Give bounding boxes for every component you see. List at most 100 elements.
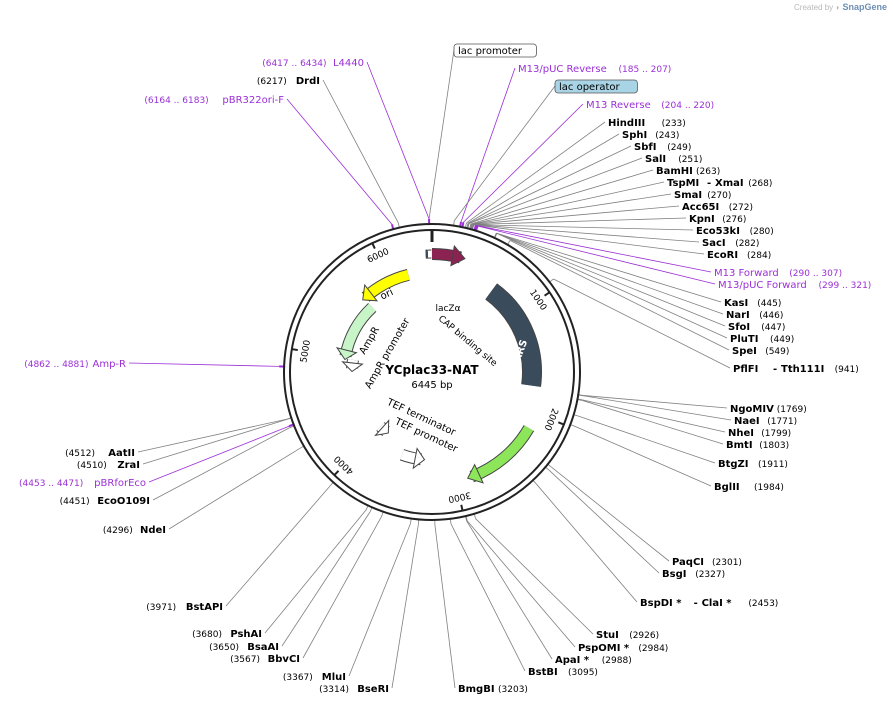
label-connector-line bbox=[496, 233, 728, 339]
site-label-extra: Tth111I bbox=[781, 364, 824, 375]
credit-prefix: Created by bbox=[794, 3, 834, 12]
site-label-name: BstAPI bbox=[186, 602, 223, 613]
site-label-name: BbvCI bbox=[268, 654, 300, 665]
label-connector-line bbox=[551, 466, 670, 562]
site-label-name: ZraI bbox=[117, 460, 140, 471]
site-label-name: Amp-R bbox=[93, 359, 127, 370]
site-label-name: BamHI bbox=[656, 166, 693, 177]
site-label-name: BmtI bbox=[726, 440, 753, 451]
site-label-name: M13/pUC Reverse bbox=[518, 64, 607, 75]
site-label-name: PluTI bbox=[730, 334, 758, 345]
site-label-smai: SmaI(270) bbox=[674, 190, 731, 201]
label-connector-line bbox=[583, 395, 728, 409]
site-label-position: (4512) bbox=[65, 449, 95, 459]
site-label-btgzi: BtgZI (1911) bbox=[718, 459, 788, 470]
label-connector-line bbox=[466, 121, 606, 224]
site-label-position: (3971) bbox=[146, 603, 176, 613]
site-label-position: (272) bbox=[729, 203, 753, 213]
label-connector-line bbox=[148, 425, 290, 483]
site-label-position: (1769) bbox=[777, 405, 807, 415]
site-label-position: (1799) bbox=[761, 429, 791, 439]
label-connector-line bbox=[475, 225, 712, 273]
site-label-m13-reverse: M13 Reverse(204 .. 220) bbox=[586, 100, 714, 111]
site-label-position: (4862 .. 4881) bbox=[24, 360, 88, 370]
site-label-name: Eco53kI bbox=[696, 226, 740, 237]
site-label-position: (290 .. 307) bbox=[789, 269, 842, 279]
site-label-position: (3203) bbox=[498, 685, 528, 695]
site-label-kpni: KpnI(276) bbox=[689, 214, 746, 225]
site-label-stui: StuI(2926) bbox=[596, 630, 659, 641]
site-label-name: BstBI bbox=[528, 667, 558, 678]
site-label-lac-operator: lac operator bbox=[554, 79, 638, 94]
site-label-position: (3314) bbox=[319, 685, 349, 695]
tick-mark bbox=[460, 504, 464, 511]
tick-label: 1000 bbox=[527, 288, 548, 313]
site-label-m13-puc-reverse: M13/pUC Reverse(185 .. 207) bbox=[518, 64, 671, 75]
site-label-hindiii: HindIII(233) bbox=[608, 118, 686, 129]
site-label-name: lac operator bbox=[559, 82, 620, 93]
site-label-name: KasI bbox=[724, 298, 748, 309]
label-connector-line bbox=[582, 400, 724, 445]
site-label-name: PspOMI * bbox=[578, 643, 630, 654]
label-connector-line bbox=[466, 520, 576, 648]
label-connector-line bbox=[468, 157, 643, 224]
site-label-bstbi: BstBI(3095) bbox=[528, 667, 598, 678]
tick-mark bbox=[543, 291, 551, 297]
site-label-pbr322ori-f: pBR322ori-F(6164 .. 6183) bbox=[144, 95, 284, 106]
site-label-position: (1803) bbox=[759, 441, 789, 451]
label-connector-line bbox=[281, 511, 371, 647]
site-label-l4440: L4440(6417 .. 6434) bbox=[262, 58, 364, 69]
site-label-name: SbfI bbox=[634, 142, 656, 153]
site-label-position: (6164 .. 6183) bbox=[144, 96, 208, 106]
site-label-name: HindIII bbox=[608, 118, 645, 129]
site-label-bamhi: BamHI(263) bbox=[656, 166, 720, 177]
site-label-tspmi: TspMI-XmaI(268) bbox=[667, 178, 772, 189]
site-label-m13-puc-forward: M13/pUC Forward(299 .. 321) bbox=[718, 280, 871, 291]
snapgene-credit: Created by ◗ SnapGene bbox=[794, 2, 887, 12]
site-label-position: (1771) bbox=[767, 417, 797, 427]
label-connector-line bbox=[496, 232, 722, 303]
site-label-name: L4440 bbox=[333, 58, 364, 69]
label-connector-line bbox=[574, 426, 712, 487]
inner-backbone-ring bbox=[283, 223, 581, 521]
site-label-position: (204 .. 220) bbox=[661, 101, 714, 111]
label-connector-line bbox=[473, 224, 700, 243]
site-label-position: (280) bbox=[750, 227, 774, 237]
site-label-name: M13/pUC Forward bbox=[718, 280, 807, 291]
site-label-extra: XmaI bbox=[715, 178, 744, 189]
site-label-bseri: BseRI(3314) bbox=[319, 684, 389, 695]
site-label-name: SmaI bbox=[674, 190, 702, 201]
site-label-name: pBRforEco bbox=[94, 478, 146, 489]
site-label-sbfi: SbfI(249) bbox=[634, 142, 691, 153]
features bbox=[335, 244, 542, 484]
site-label-name: NgoMIV bbox=[730, 404, 774, 415]
site-label-position: (6217) bbox=[257, 77, 287, 87]
site-label-aatii: AatII(4512) bbox=[65, 448, 135, 459]
site-label-name: SpeI bbox=[732, 346, 757, 357]
label-connector-line bbox=[128, 362, 280, 367]
site-label-position: (447) bbox=[761, 323, 785, 333]
plasmid-length: 6445 bp bbox=[411, 380, 452, 391]
site-label-ecoo109i: EcoO109I(4451) bbox=[60, 496, 150, 507]
feature-ampr-promoter-arrowhead bbox=[341, 361, 364, 373]
site-label-name: DrdI bbox=[296, 76, 320, 87]
site-label-name: BtgZI bbox=[718, 459, 749, 470]
site-label-position: (1911) bbox=[758, 460, 788, 470]
label-connector-line bbox=[434, 524, 456, 689]
site-label-name: NheI bbox=[728, 428, 754, 439]
site-label-name: lac promoter bbox=[458, 46, 523, 57]
feature-lacz-arrowhead bbox=[450, 244, 466, 267]
site-label-name: SfoI bbox=[728, 322, 750, 333]
site-label-position: (2301) bbox=[712, 558, 742, 568]
site-label-name: NaeI bbox=[734, 416, 760, 427]
site-label-position: (243) bbox=[655, 131, 679, 141]
site-label-pspomi: PspOMI *(2984) bbox=[578, 643, 668, 654]
label-connector-line bbox=[583, 395, 732, 421]
site-label-name: PflFI bbox=[733, 364, 758, 375]
site-label-ndei: NdeI(4296) bbox=[103, 525, 166, 536]
site-label-ecori: EcoRI(284) bbox=[707, 250, 771, 261]
feature-nat-arrowhead bbox=[466, 463, 484, 484]
site-label-box bbox=[453, 43, 537, 58]
site-label-name: EcoRI bbox=[707, 250, 738, 261]
